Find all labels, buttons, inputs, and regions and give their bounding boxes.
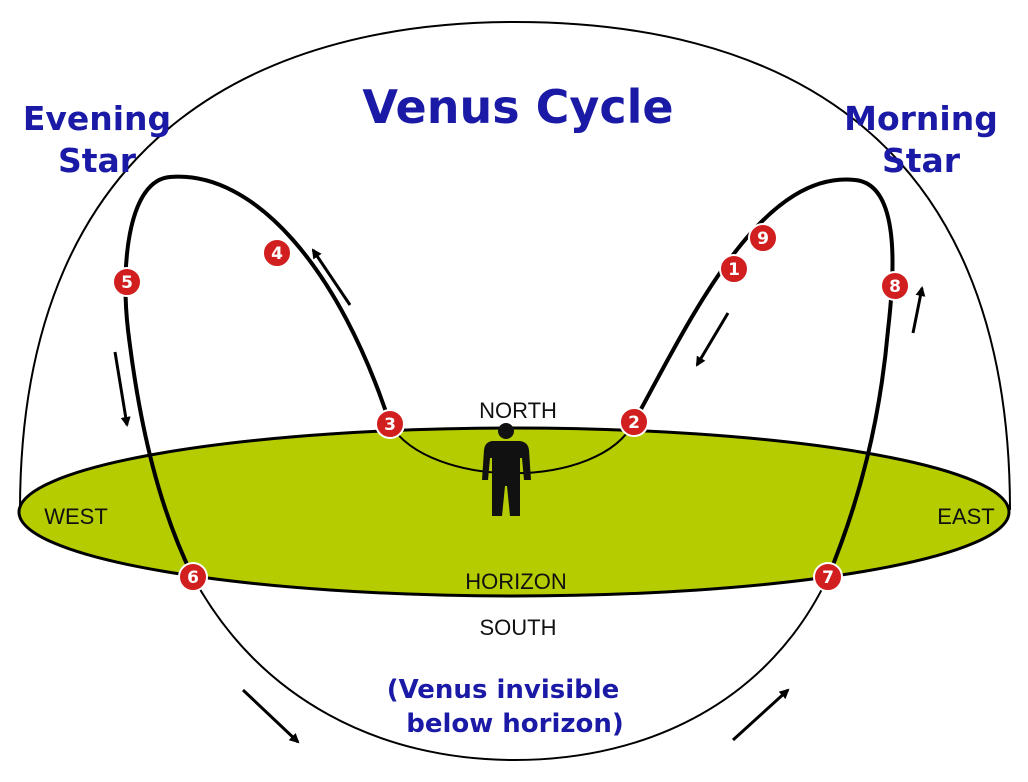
marker-5: 5 (112, 267, 142, 297)
svg-text:2: 2 (628, 413, 640, 433)
below-horizon-path (192, 576, 829, 762)
evening-star-label-line2: Star (58, 141, 137, 180)
horizon-label: HORIZON (465, 569, 566, 594)
svg-text:3: 3 (384, 415, 396, 435)
marker-2: 2 (619, 407, 649, 437)
morning-star-label-line1: Morning (844, 99, 998, 138)
marker-8: 8 (880, 271, 910, 301)
svg-text:5: 5 (121, 273, 133, 293)
arrow-to-2 (695, 312, 730, 367)
east-label: EAST (937, 504, 994, 529)
north-label: NORTH (479, 398, 557, 423)
invisible-note-line1: (Venus invisible (387, 675, 620, 705)
evening-star-label-line1: Evening (23, 99, 171, 138)
marker-6: 6 (178, 562, 208, 592)
arrow-to-5 (113, 351, 131, 427)
svg-text:7: 7 (822, 568, 834, 588)
svg-text:4: 4 (271, 244, 283, 264)
marker-7: 7 (813, 562, 843, 592)
svg-text:1: 1 (728, 260, 740, 280)
evening-star-path (123, 174, 392, 578)
svg-text:8: 8 (889, 277, 901, 297)
morning-star-label-line2: Star (882, 141, 961, 180)
arrow-to-8 (911, 286, 926, 334)
arrow-below-west (241, 688, 300, 744)
marker-1: 1 (719, 254, 749, 284)
marker-3: 3 (375, 409, 405, 439)
diagram-title: Venus Cycle (362, 80, 673, 134)
morning-star-path (632, 177, 895, 578)
observer-figure (482, 423, 531, 516)
arrow-to-4 (311, 248, 352, 306)
marker-4: 4 (262, 238, 292, 268)
svg-text:6: 6 (187, 568, 199, 588)
svg-text:9: 9 (757, 229, 769, 249)
south-label: SOUTH (480, 615, 557, 640)
arrow-below-east (731, 688, 790, 742)
invisible-note-line2: below horizon) (406, 709, 624, 739)
sky-dome (19, 20, 1011, 511)
marker-9: 9 (748, 223, 778, 253)
west-label: WEST (44, 504, 108, 529)
